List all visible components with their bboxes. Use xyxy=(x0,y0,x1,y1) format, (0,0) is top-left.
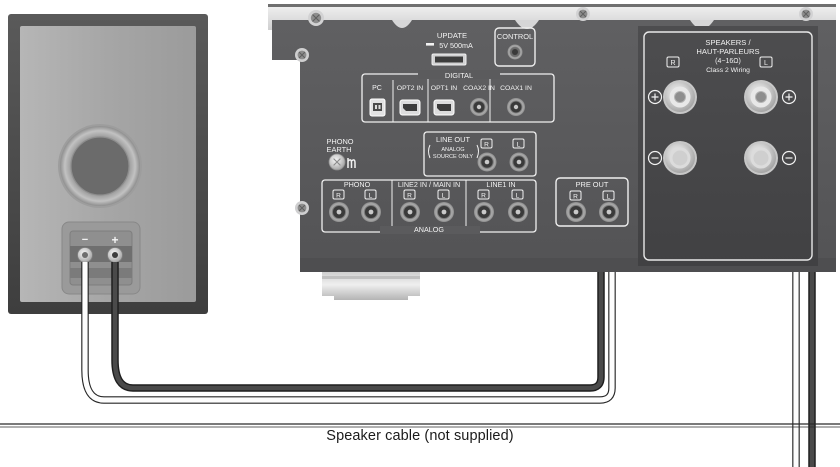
update-port-group: UPDATE 5V 500mA xyxy=(426,31,473,66)
rca-jack-pre-out-l[interactable] xyxy=(599,202,619,222)
speaker-terminal-r-plus[interactable] xyxy=(647,80,698,114)
earth-ground-icon xyxy=(347,158,356,168)
speaker-terminal-plus-label: + xyxy=(111,233,118,247)
pre-out-section: PRE OUT R L xyxy=(555,177,629,227)
rca-jack-pre-out-r[interactable] xyxy=(566,202,586,222)
digital-port-label-opt2: OPT2 IN xyxy=(397,85,424,92)
analog-group-label: ANALOG xyxy=(414,225,444,234)
digital-port-label-coax1: COAX1 IN xyxy=(500,85,532,92)
speakers-title-line2: HAUT-PARLEURS xyxy=(696,47,759,56)
speakers-channel-r: R xyxy=(670,60,675,67)
rca-jack-line2-r xyxy=(400,202,420,222)
optical-jack-opt1[interactable] xyxy=(433,99,455,116)
analog-section: ANALOG PHONO LINE2 IN / MAIN IN LINE1 IN… xyxy=(321,179,537,234)
update-label: UPDATE xyxy=(437,31,467,40)
speaker-terminal-r-minus[interactable] xyxy=(647,141,698,175)
figure-caption: Speaker cable (not supplied) xyxy=(326,428,514,444)
phono-earth-label-line2: EARTH xyxy=(327,145,352,154)
speakers-section: SPEAKERS / HAUT-PARLEURS (4−16Ω) Class 2… xyxy=(638,26,818,266)
line2-channel-r: R xyxy=(407,192,412,199)
line-out-label: LINE OUT xyxy=(436,135,471,144)
analog-channel-badges: R L R L R L xyxy=(332,189,524,200)
phono-earth-label-line1: PHONO xyxy=(326,137,353,146)
pre-out-channel-r: R xyxy=(573,193,578,200)
control-port-group[interactable]: CONTROL xyxy=(494,27,536,67)
speaker-terminal-l-minus[interactable] xyxy=(744,141,797,175)
line-out-channel-r: R xyxy=(484,141,489,148)
rca-jack-line-out-r[interactable] xyxy=(477,152,497,172)
rca-jack-coax2[interactable] xyxy=(470,98,488,116)
rca-jack-phono-l xyxy=(361,202,381,222)
update-spec-label: 5V 500mA xyxy=(439,41,473,50)
analog-block-label-line1: LINE1 IN xyxy=(486,180,515,189)
phono-channel-r: R xyxy=(336,192,341,199)
speaker-terminal-plate: − + xyxy=(61,221,141,295)
rca-jack-line-out-l[interactable] xyxy=(509,152,529,172)
speakers-impedance: (4−16Ω) xyxy=(715,58,741,65)
rca-jack-phono-r xyxy=(329,202,349,222)
pre-out-label: PRE OUT xyxy=(576,180,609,189)
bass-reflex-port xyxy=(58,124,142,208)
pre-out-channel-l: L xyxy=(607,193,611,200)
digital-group-label: DIGITAL xyxy=(445,71,473,80)
line2-channel-l: L xyxy=(442,192,446,199)
rca-jack-line2-l xyxy=(434,202,454,222)
digital-port-label-opt1: OPT1 IN xyxy=(431,85,458,92)
rca-jack-line1-r xyxy=(474,202,494,222)
rca-jack-coax1[interactable] xyxy=(507,98,525,116)
line-out-sub-source: SOURCE ONLY xyxy=(433,154,474,160)
control-label: CONTROL xyxy=(497,32,533,41)
analog-block-label-phono: PHONO xyxy=(344,180,371,189)
digital-port-label-coax2: COAX2 IN xyxy=(463,85,495,92)
speaker-terminal-minus-label: − xyxy=(82,234,88,246)
line1-channel-r: R xyxy=(481,192,486,199)
speakers-channel-l: L xyxy=(764,60,768,67)
speaker-binding-post-plus xyxy=(107,247,123,263)
speaker-terminal-l-plus[interactable] xyxy=(744,80,797,114)
phono-earth-group[interactable]: PHONO EARTH xyxy=(326,137,356,171)
line-out-channel-l: L xyxy=(517,141,521,148)
digital-section: DIGITAL PC OPT2 IN OPT1 IN COAX2 IN COAX… xyxy=(361,70,555,123)
speaker-cabinet: − + xyxy=(8,14,208,314)
speakers-title-line1: SPEAKERS / xyxy=(705,38,751,47)
line-out-sub-analog: ANALOG xyxy=(441,147,464,153)
line1-channel-l: L xyxy=(516,192,520,199)
rca-jack-line1-l xyxy=(508,202,528,222)
line-out-section: LINE OUT ANALOG SOURCE ONLY R L xyxy=(423,131,537,177)
speaker-binding-post-minus xyxy=(77,247,93,263)
phono-channel-l: L xyxy=(369,192,373,199)
speakers-class-note: Class 2 Wiring xyxy=(706,67,750,74)
optical-jack-opt2[interactable] xyxy=(399,99,421,116)
usb-b-jack-pc[interactable] xyxy=(369,98,386,117)
analog-block-label-line2: LINE2 IN / MAIN IN xyxy=(398,180,460,189)
digital-port-label-pc: PC xyxy=(372,85,382,92)
analog-rca-jacks[interactable] xyxy=(329,202,528,222)
